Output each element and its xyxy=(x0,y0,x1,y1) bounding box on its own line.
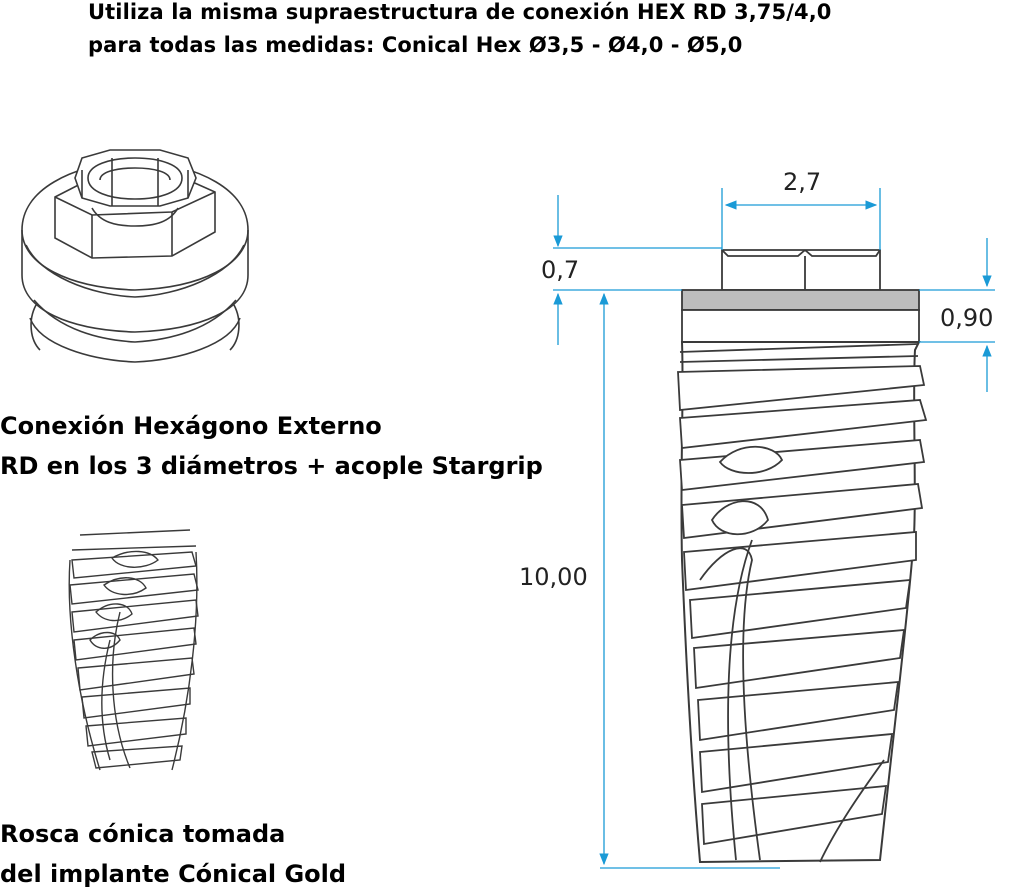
hex-height-label: 0,7 xyxy=(541,256,580,284)
hex-connection-illustration xyxy=(21,149,249,363)
collar-height-label: 0,90 xyxy=(940,304,994,332)
dimension-lines xyxy=(553,188,995,869)
header-line-2: para todas las medidas: Conical Hex Ø3,5… xyxy=(88,33,743,57)
connection-caption-line-2: RD en los 3 diámetros + acople Stargrip xyxy=(0,452,543,480)
thread-caption-line-1: Rosca cónica tomada xyxy=(0,820,286,848)
header-line-1: Utiliza la misma supraestructura de cone… xyxy=(88,0,832,24)
main-implant-illustration xyxy=(677,249,928,864)
conical-thread-illustration xyxy=(68,529,199,771)
implant-length-label: 10,00 xyxy=(519,563,588,591)
connection-caption-line-1: Conexión Hexágono Externo xyxy=(0,412,382,440)
hex-width-label: 2,7 xyxy=(783,168,822,196)
collar-band xyxy=(681,289,920,311)
thread-caption-line-2: del implante Cónical Gold xyxy=(0,860,347,888)
